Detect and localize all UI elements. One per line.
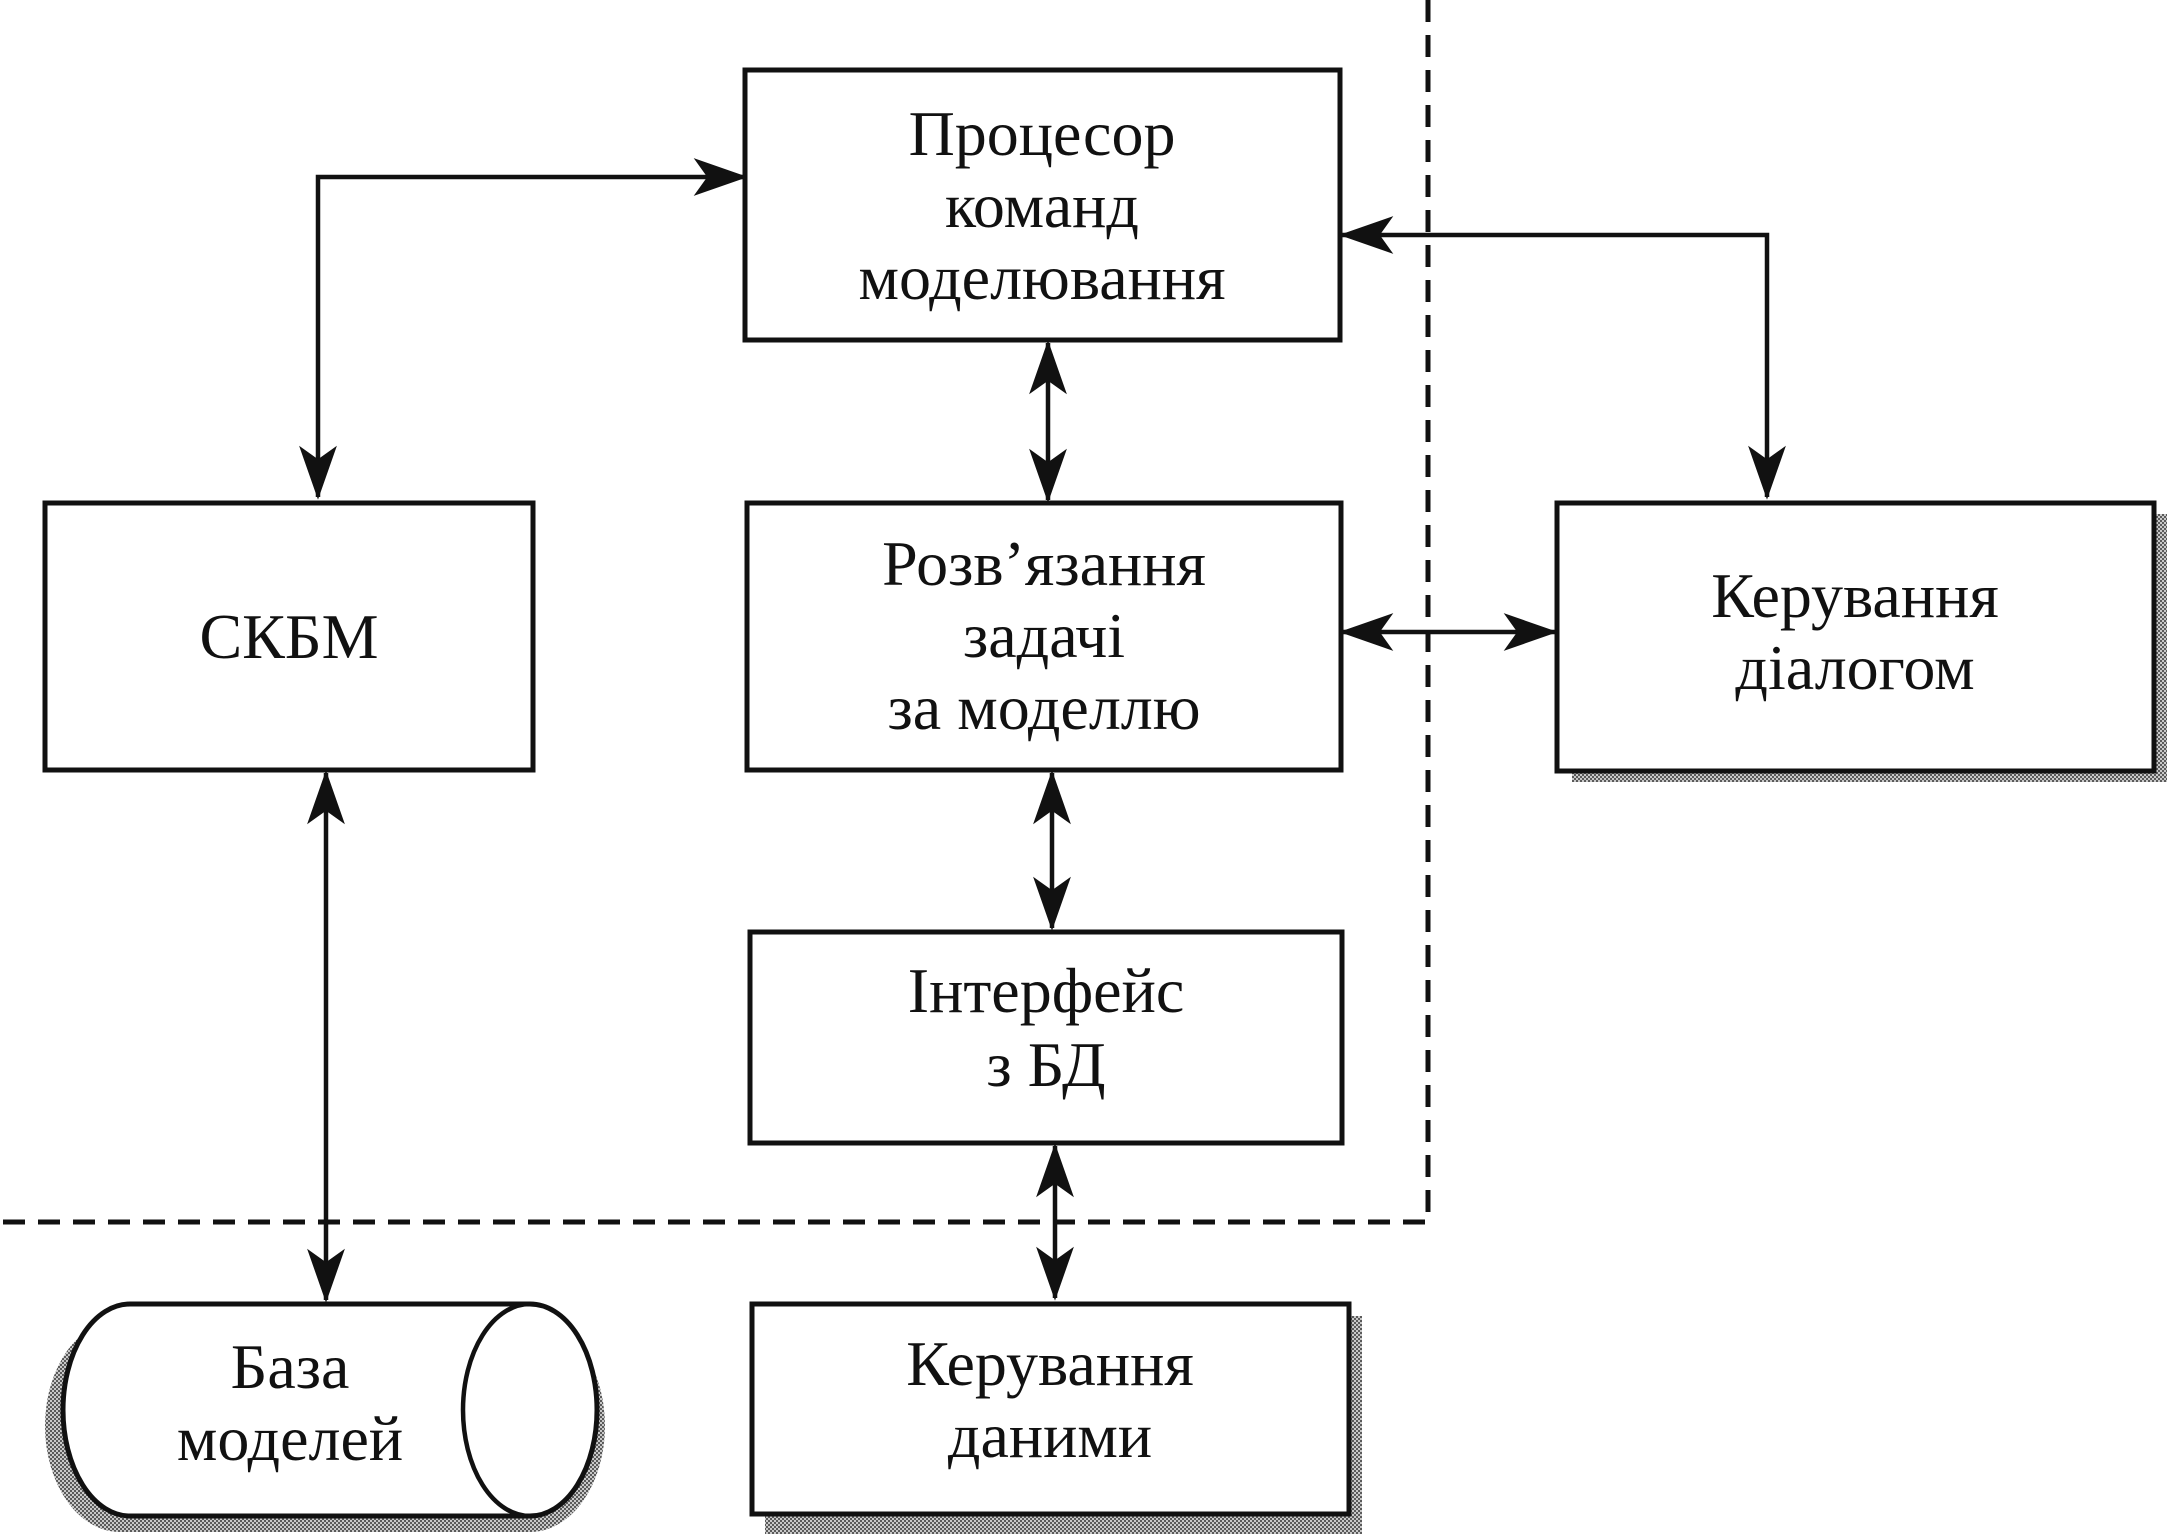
node-db-interface-line-1: Інтерфейс [908,955,1184,1026]
node-solve-line-3: за моделлю [888,672,1201,743]
node-data-mgmt-line-1: Керування [906,1328,1194,1399]
node-model-base: База моделей [60,1301,600,1519]
node-dialog-line-1: Керування [1711,560,1999,631]
node-model-base-line-1: База [231,1331,350,1402]
node-data-mgmt: Керування даними [749,1301,1352,1517]
node-processor-line-2: команд [945,170,1139,241]
node-processor-line-3: моделювання [858,242,1225,313]
node-dialog-line-2: діалогом [1735,632,1974,703]
node-skbm: СКБМ [42,500,536,773]
node-solve-line-2: задачі [963,600,1125,671]
node-skbm-line-1: СКБМ [199,601,378,672]
node-model-base-line-2: моделей [177,1403,403,1474]
edge-processor-dialog [1339,216,1786,500]
node-dialog: Керування діалогом [1554,500,2157,774]
node-solve: Розв’язання задачі за моделлю [744,500,1344,773]
node-solve-line-1: Розв’язання [882,528,1206,599]
node-db-interface-line-2: з БД [986,1029,1105,1100]
node-processor-line-1: Процесор [909,98,1176,169]
node-data-mgmt-line-2: даними [948,1400,1152,1471]
node-processor: Процесор команд моделювання [742,67,1343,343]
edge-processor-skbm [299,158,748,500]
boundary-line [0,0,1431,1225]
node-db-interface: Інтерфейс з БД [747,929,1345,1146]
